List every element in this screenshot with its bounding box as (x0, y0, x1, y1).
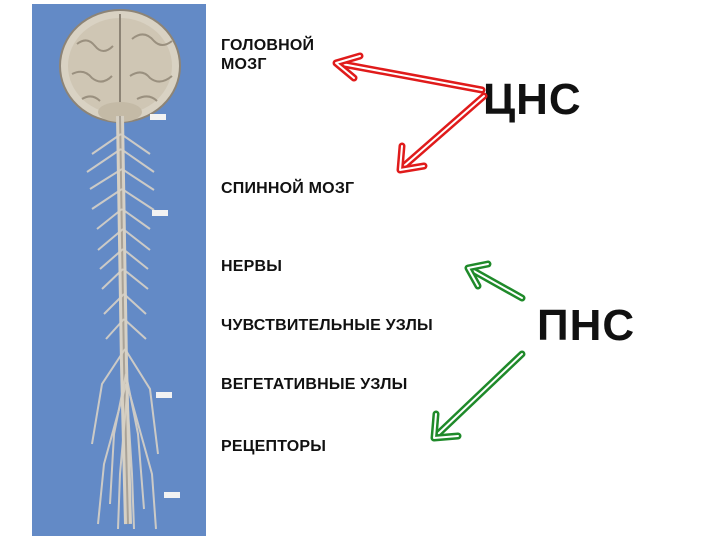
label-autonomic-ganglia: ВЕГЕТАТИВНЫЕ УЗЛЫ (221, 376, 408, 393)
label-receptors: РЕЦЕПТОРЫ (221, 438, 327, 455)
label-nerves: НЕРВЫ (221, 258, 283, 275)
label-sensory-ganglia: ЧУВСТВИТЕЛЬНЫЕ УЗЛЫ (221, 317, 433, 334)
label-spinal-cord: СПИННОЙ МОЗГ (221, 180, 355, 197)
group-label-cns: ЦНС (483, 75, 582, 124)
spinal-cord-illustration (116, 115, 132, 525)
brain-illustration (59, 9, 181, 123)
cns-arrow-to-spinal-cord (396, 92, 488, 174)
group-label-pns: ПНС (537, 301, 636, 350)
nerves-illustration (86, 133, 159, 530)
label-brain: ГОЛОВНОЙ МОЗГ (221, 37, 315, 73)
nervous-system-specimen-photo (32, 4, 206, 536)
pns-arrow-to-receptors (430, 350, 526, 442)
cns-arrow-to-brain (332, 52, 486, 94)
pns-arrow-to-nerves (464, 260, 526, 302)
